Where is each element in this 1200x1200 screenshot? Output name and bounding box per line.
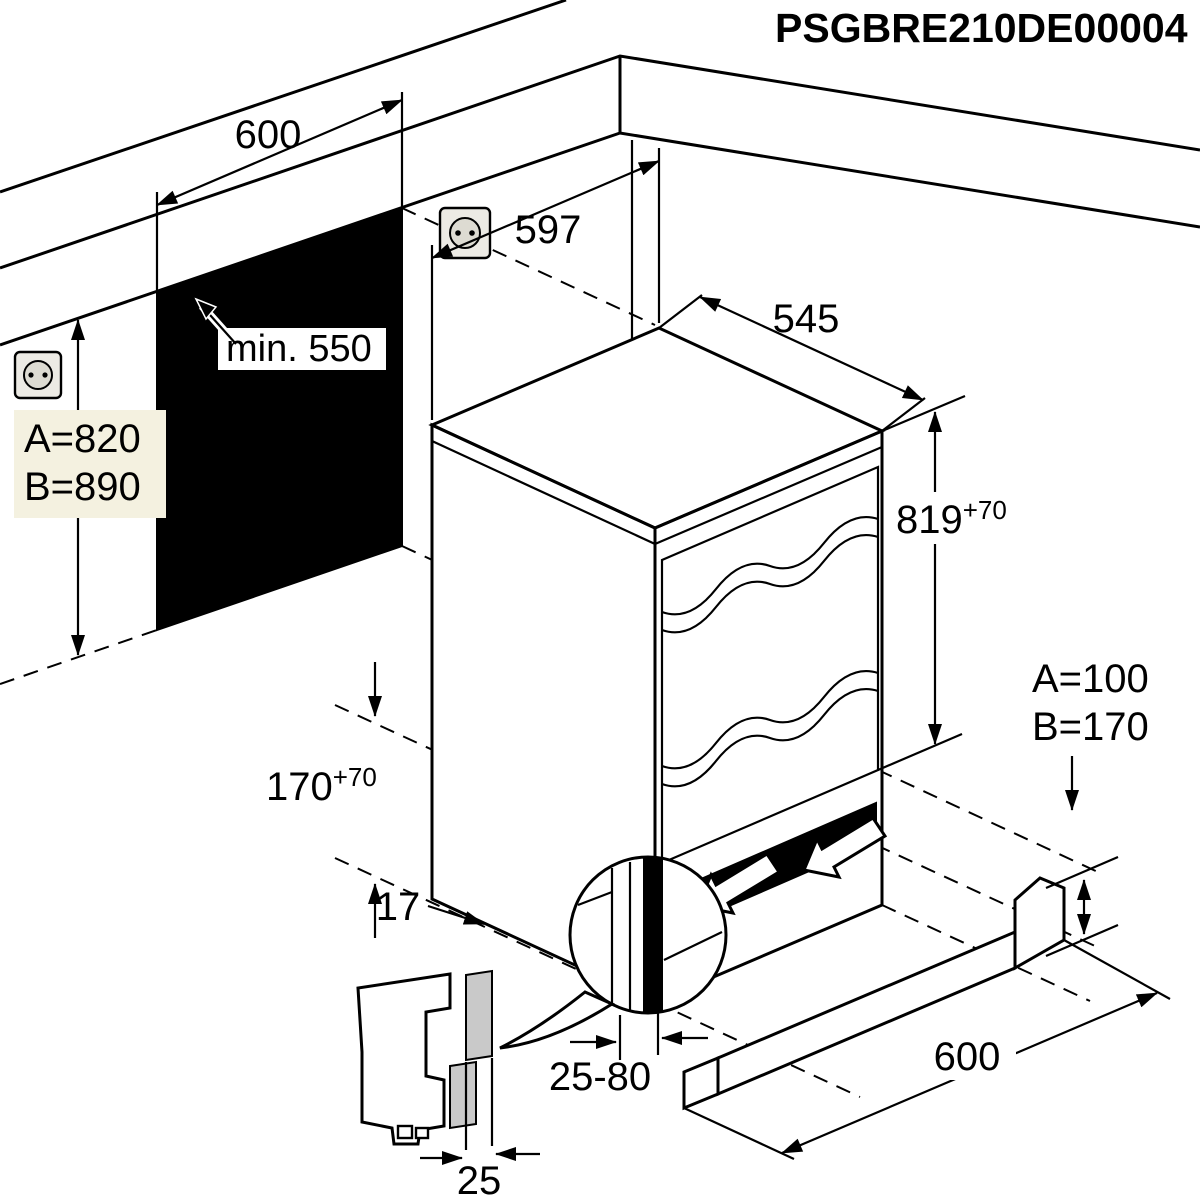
dim-door-gap: 25-80 bbox=[549, 1010, 708, 1099]
rail-end-block bbox=[682, 1055, 720, 1111]
dim-rail-length: 600 bbox=[683, 939, 1171, 1160]
door-break-wavy-line bbox=[661, 533, 879, 634]
dim-niche-width-label: 600 bbox=[235, 113, 302, 157]
bracket-outline bbox=[356, 972, 452, 1146]
rail-end-block bbox=[1013, 876, 1066, 971]
fridge-body bbox=[432, 328, 882, 1002]
dim-rail-position: A=100 B=170 bbox=[1032, 657, 1149, 958]
dim-plinth-setback: 17 bbox=[376, 885, 485, 929]
wall-top-line bbox=[0, 0, 567, 194]
dimensions: 600 min. 550 597 545 A=820 bbox=[14, 92, 1171, 1200]
furniture-panel-section bbox=[449, 1060, 477, 1130]
detail-circle-content bbox=[577, 857, 723, 1013]
fridge-front-face bbox=[653, 428, 884, 1005]
dim-niche-width: 600 bbox=[155, 92, 404, 292]
dim-niche-depth: min. 550 bbox=[194, 297, 386, 370]
fridge-top-rim-line bbox=[654, 445, 883, 546]
dim-plinth-height: 170+70 bbox=[258, 662, 420, 938]
dim-panel-thickness-label: 25 bbox=[457, 1159, 502, 1200]
dim-rail-b-label: B=170 bbox=[1032, 705, 1149, 749]
refrigerator bbox=[428, 326, 888, 1005]
dim-niche-depth-label: min. 550 bbox=[226, 328, 372, 370]
dim-niche-height-a-label: A=820 bbox=[24, 417, 141, 461]
counter-section-line bbox=[577, 890, 613, 907]
dim-rail-length-label: 600 bbox=[934, 1035, 1001, 1079]
furniture-panel-section bbox=[465, 969, 493, 1062]
fastener-icon bbox=[414, 1126, 430, 1140]
power-socket-icon bbox=[13, 350, 63, 400]
projection-dashed-line bbox=[877, 769, 1101, 874]
detail-magnifier bbox=[499, 855, 728, 1050]
drawing-code-title: PSGBRE210DE00004 bbox=[775, 5, 1188, 51]
door-break-wavy-line bbox=[661, 515, 879, 616]
magnifier-pointer-tail bbox=[499, 990, 616, 1050]
dim-niche-height-b-label: B=890 bbox=[24, 465, 141, 509]
fridge-top-rim-line bbox=[431, 440, 656, 545]
dim-rail-a-label: A=100 bbox=[1032, 657, 1149, 701]
projection-dashed-line bbox=[401, 207, 656, 326]
counter-back-edge-line bbox=[0, 54, 1200, 270]
door-edge-section bbox=[643, 857, 663, 1013]
dim-appliance-depth-label: 545 bbox=[773, 297, 840, 341]
dim-appliance-width: 597 bbox=[430, 148, 661, 420]
fastener-icon bbox=[396, 1124, 414, 1140]
dim-appliance-height: 819+70 bbox=[877, 394, 1032, 772]
floor-extension-dashed-line bbox=[0, 629, 158, 685]
niche-dark-area bbox=[156, 206, 403, 632]
push-direction-arrow-icon bbox=[801, 815, 888, 880]
dim-appliance-height-label: 819+70 bbox=[896, 495, 1007, 542]
dim-plinth-setback-label: 17 bbox=[376, 885, 421, 929]
door-break-wavy-line bbox=[661, 687, 879, 788]
dim-appliance-width-label: 597 bbox=[515, 208, 582, 252]
panel-section-detail bbox=[356, 969, 493, 1146]
dim-door-gap-label: 25-80 bbox=[549, 1055, 651, 1099]
door-break-wavy-line bbox=[661, 669, 879, 770]
dim-plinth-height-label: 170+70 bbox=[266, 762, 377, 809]
dim-appliance-depth: 545 bbox=[658, 294, 926, 432]
dim-niche-height: A=820 B=890 bbox=[14, 319, 166, 656]
dim-panel-thickness: 25 bbox=[420, 1058, 540, 1200]
plinth-section-line bbox=[663, 931, 723, 961]
